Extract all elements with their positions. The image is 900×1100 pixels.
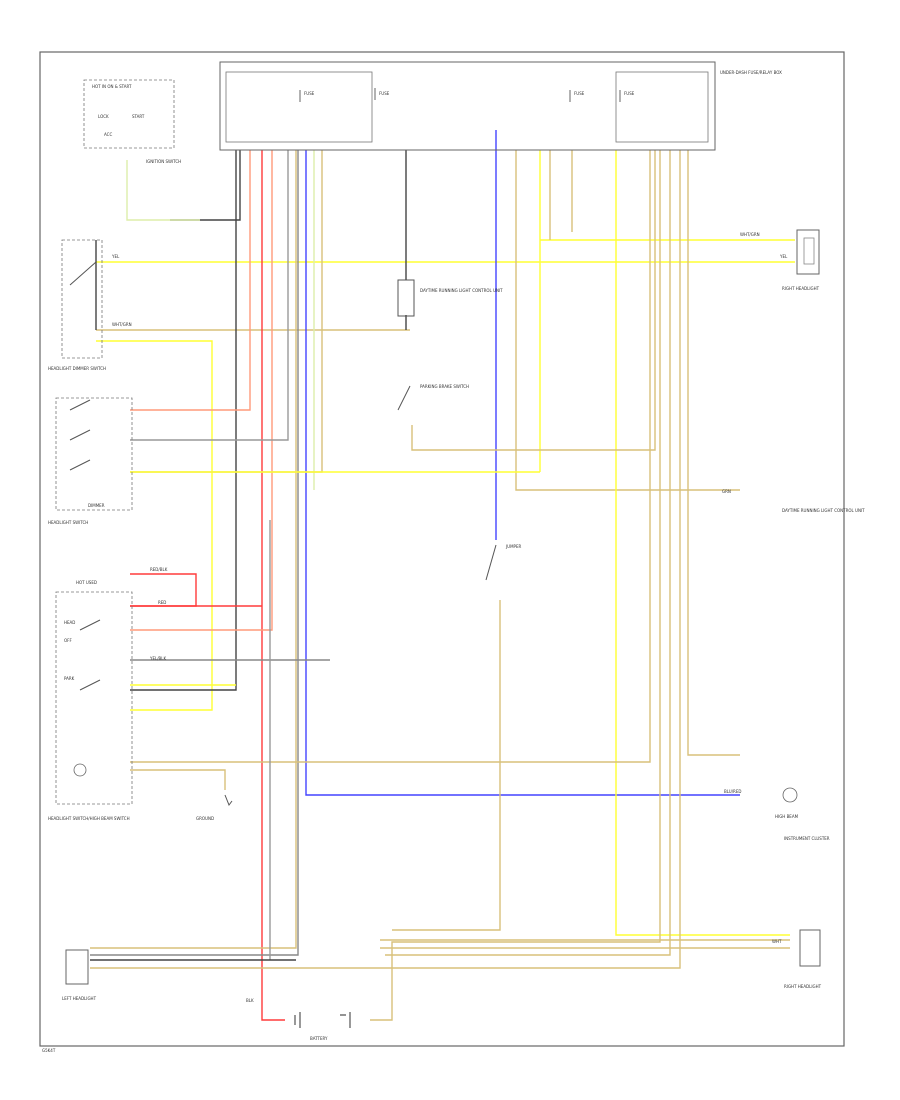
wire-pink-2 [130,150,251,411]
wires [90,130,795,1021]
ground-small: GROUND [196,794,233,821]
parking-brake-contact [397,385,411,411]
headlight-switch-name: HEADLIGHT SWITCH [48,520,88,525]
wire-yellow-5 [615,150,790,936]
wire-red-1 [261,150,285,1021]
wire-tan-8 [370,150,661,1021]
wl-grn: GRN [722,489,731,494]
fuse-box-inner-right [615,71,709,143]
daytime-relay-name: DAYTIME RUNNING LIGHT CONTROL UNIT [420,288,503,293]
dimmer-switch: HEADLIGHT DIMMER SWITCH [48,239,106,371]
wl-red: RED [158,600,166,605]
daytime-relay-box [397,279,415,317]
cluster-bulb [782,787,798,803]
combination-name: HEADLIGHT SWITCH/HIGH BEAM SWITCH [48,816,130,821]
hs-park: PARK [64,676,75,681]
daytime-control-name: DAYTIME RUNNING LIGHT CONTROL UNIT [782,508,865,513]
dimmer-switch-outline [61,239,103,359]
hs-off: OFF [64,638,72,643]
cluster-item: HIGH BEAM [775,814,799,819]
headlight-switch-upper: DIMMER HEADLIGHT SWITCH [48,397,133,525]
wl-yelblk: YEL/BLK [149,656,167,661]
wire-tan-9 [385,150,671,956]
headlight-switch-lower-outline [55,591,133,805]
left-headlight: LEFT HEADLIGHT [62,949,97,1001]
fuse-label-2: FUSE [379,91,390,96]
daytime-relay: DAYTIME RUNNING LIGHT CONTROL UNIT [397,279,503,317]
mirror-headlight-name: RIGHT HEADLIGHT [782,286,820,291]
daytime-control: DAYTIME RUNNING LIGHT CONTROL UNIT [782,508,865,513]
cluster: HIGH BEAM INSTRUMENT CLUSTER [775,787,830,841]
wl-blured: BLU/RED [724,789,741,794]
cluster-name: INSTRUMENT CLUSTER [784,836,830,841]
fuse-label-3: FUSE [574,91,585,96]
wire-tan-7 [130,150,651,763]
battery-name: BATTERY [310,1036,328,1041]
indicator-bulb-left [73,763,87,777]
jumper-switch: JUMPER [485,544,521,581]
wire-yellow-mid [96,340,213,711]
hs-head: HEAD [64,620,75,625]
jumper-name: JUMPER [505,544,521,549]
wl-whtgrn: WHT/GRN [740,232,760,237]
fuse-box-outline [219,61,716,151]
ignition-switch-outline [83,79,175,149]
right-headlight-name: RIGHT HEADLIGHT [784,984,822,989]
wire-tan-16 [130,769,226,790]
dimmer-label: DIMMER [88,503,105,508]
jumper-contact [485,544,497,581]
right-headlight: RIGHT HEADLIGHT [784,929,822,989]
wire-tan-3 [130,150,323,473]
wire-labels: YEL WHT/GRN YEL WHT/GRN RED/BLK BLU/RED … [111,232,788,1003]
wire-pink-1 [130,150,273,631]
wire-tan-10 [90,150,681,969]
wl-yel-left: YEL [111,254,120,259]
fuse-label-1: FUSE [304,91,315,96]
mirror-headlight-box [796,229,820,275]
dimmer-contact [69,261,97,286]
headlight-switch-lower: HOT USED OFF HEAD PARK HEADLIGHT SWITCH/… [48,580,133,821]
dimmer-name: HEADLIGHT DIMMER SWITCH [48,366,106,371]
wire-black-1b [130,255,237,691]
wire-gray-2 [90,150,299,956]
wire-lg-ign [126,160,200,221]
wire-tan-12 [411,150,656,451]
wire-gray-1 [130,150,289,441]
fuse-label-4: FUSE [624,91,635,96]
diagram-id: G5K4T [42,1048,56,1053]
fuse-box-inner-left [225,71,373,143]
diagram-frame [39,51,845,1047]
ignition-pos3: ACC [104,132,112,137]
parking-brake-name: PARKING BRAKE SWITCH [420,384,469,389]
fuse-box: FUSE FUSE FUSE FUSE UNDER-DASH FUSE/RELA… [219,61,782,151]
wire-tan-11 [687,150,740,756]
wl-whtgrn-left: WHT/GRN [112,322,132,327]
wl-yel-top: YEL [779,254,788,259]
ignition-header: HOT IN ON & START [92,84,132,89]
right-headlight-box [799,929,821,967]
ignition-pos2: START [132,114,145,119]
wire-tan-2 [90,150,297,949]
ground-small-name: GROUND [196,816,214,821]
wire-blue-1 [305,150,740,796]
ignition-pos1: LOCK [98,114,109,119]
hs-header: HOT USED [76,580,97,585]
wire-tan-13 [392,600,501,931]
ignition-switch: HOT IN ON & START LOCK START ACC IGNITIO… [83,79,181,164]
wire-tan-4 [515,150,740,491]
left-headlight-box [65,949,89,985]
ignition-name: IGNITION SWITCH [146,159,181,164]
battery: BATTERY [294,1012,351,1041]
wl-blk: BLK [246,998,254,1003]
left-headlight-name: LEFT HEADLIGHT [62,996,97,1001]
mirror-headlight: RIGHT HEADLIGHT [782,229,820,291]
headlight-switch-upper-outline [55,397,133,511]
fuse-box-name: UNDER-DASH FUSE/RELAY BOX [720,70,782,75]
parking-brake-switch: PARKING BRAKE SWITCH [397,384,469,411]
wl-redblk: RED/BLK [150,567,168,572]
wl-wht: WHT [772,939,782,944]
